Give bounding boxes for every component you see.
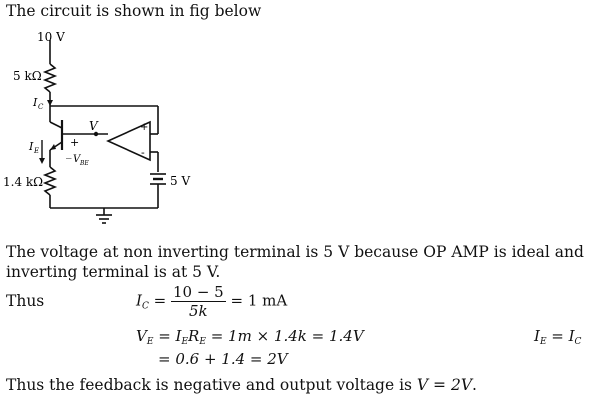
re-resistor [42,166,58,196]
ie-arrow-icon [39,158,45,164]
vbe-plus: + [70,136,79,149]
node-v-dot [93,131,99,137]
opamp [106,120,151,162]
ie-label: I [28,140,34,153]
para1-line2: inverting terminal is at 5 V. [6,263,221,281]
re-label: 1.4 kΩ [3,175,43,189]
ic-arrow-icon [47,100,53,106]
rc-label: 5 kΩ [13,69,42,83]
thus-label: Thus [6,292,45,310]
intro-text: The circuit is shown in fig below [6,2,262,20]
opamp-plus: + [140,122,148,133]
vbe-minus: _ [66,146,72,159]
battery-label: 5 V [170,174,190,188]
node-v-label: V [89,119,99,133]
vbe-label: V [73,154,82,165]
para1-line1: The voltage at non inverting terminal is… [6,243,584,261]
vbe-sub: BE [79,160,89,167]
ic-sub: C [38,103,44,111]
conclusion: Thus the feedback is negative and output… [6,376,477,394]
equation-ve-result: = 0.6 + 1.4 = 2V [158,350,288,368]
ic-label: I [32,96,38,109]
circuit-diagram: 10 V 5 kΩ 1.4 kΩ 5 V V I C I E + _ V BE … [3,30,190,224]
ie-sub: E [33,147,39,155]
equation-ve: VE = IERE = 1m × 1.4k = 1.4V [136,327,364,347]
fraction: 10 − 5 5k [170,283,226,320]
opamp-minus: - [141,146,145,159]
rc-resistor [42,63,58,93]
supply-label: 10 V [37,30,65,44]
equation-ic: IC = 10 − 5 5k = 1 mA [136,283,288,320]
equation-ie-ic: IE = IC [534,327,582,347]
emitter-arrow-icon [50,144,56,150]
